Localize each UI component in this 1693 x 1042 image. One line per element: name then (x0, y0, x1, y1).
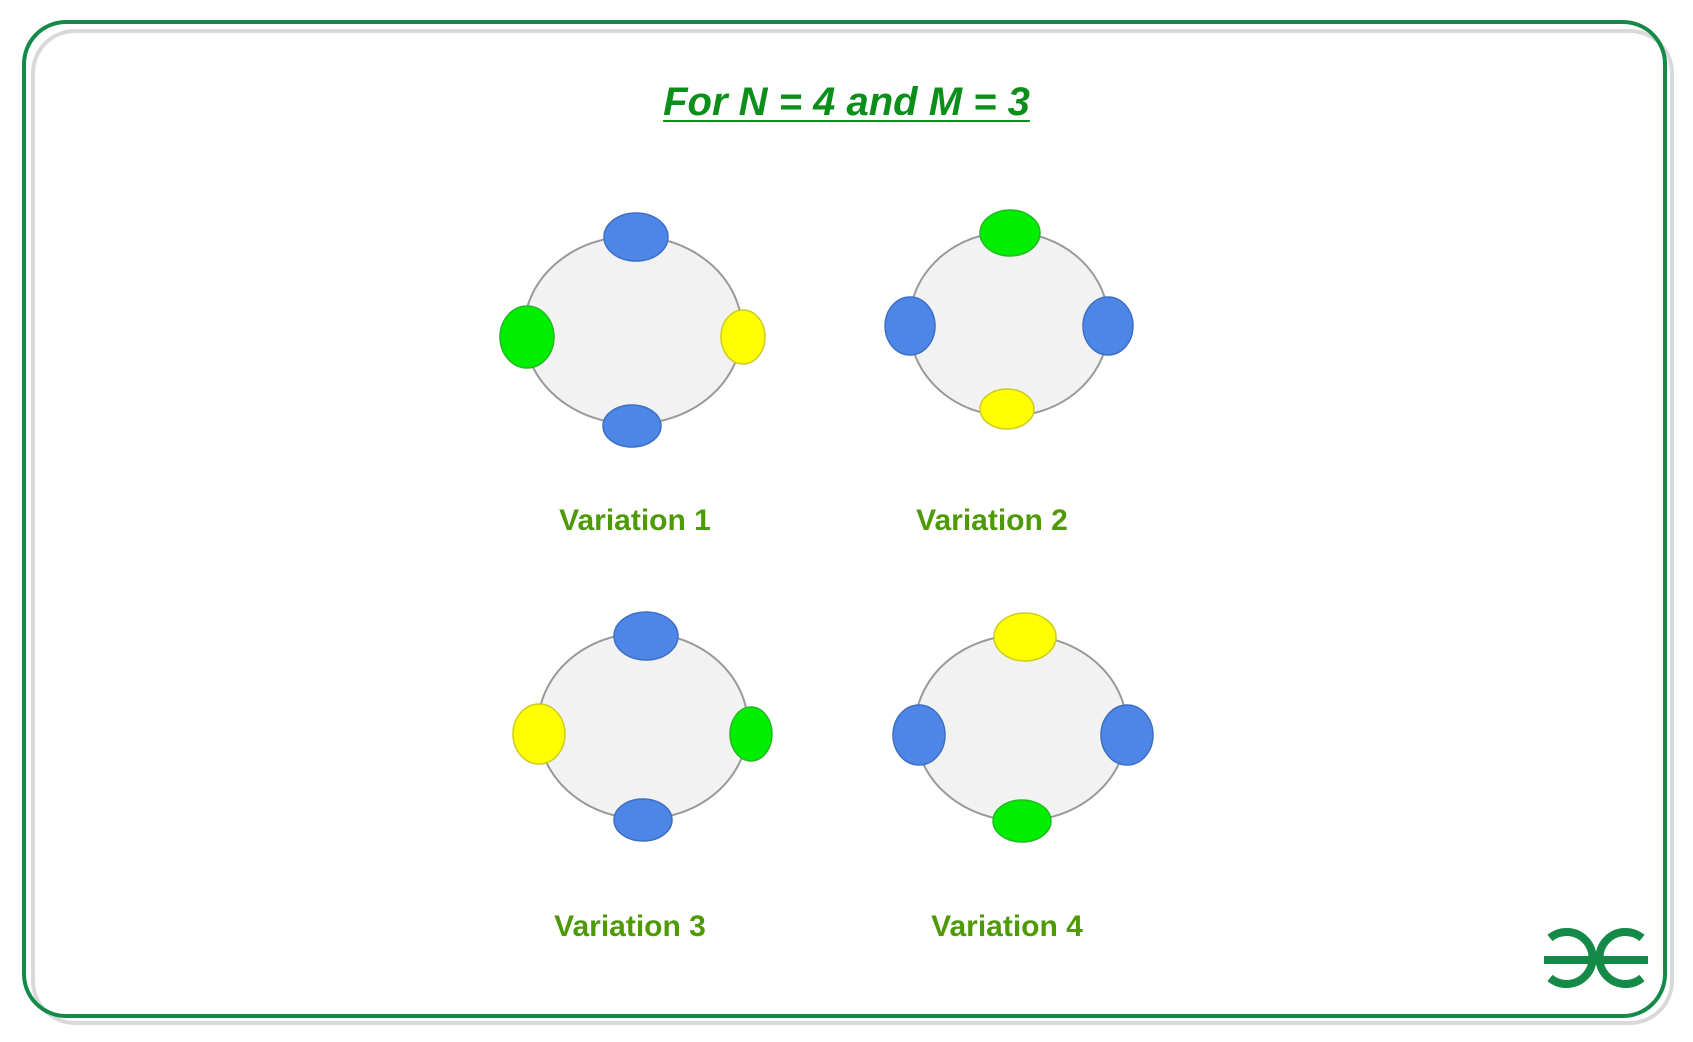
geeksforgeeks-logo-icon (1544, 928, 1648, 988)
bead-3-right (729, 706, 773, 762)
variation-4-ring (892, 612, 1154, 843)
variation-3-ring (512, 611, 773, 842)
bead-1-right (720, 309, 766, 365)
frame-shadow (31, 29, 1674, 1025)
variation-2-label: Variation 2 (916, 504, 1068, 537)
variation-3-label: Variation 3 (554, 910, 706, 943)
bead-4-right (1100, 704, 1154, 766)
ring-3 (537, 632, 749, 820)
bead-1-left (499, 305, 555, 369)
bead-3-bottom (613, 798, 673, 842)
bead-1-top (603, 212, 669, 262)
bead-4-bottom (992, 799, 1052, 843)
variation-4-label: Variation 4 (931, 910, 1083, 943)
ring-1 (523, 235, 743, 425)
diagram-frame (22, 20, 1667, 1018)
variation-1-label: Variation 1 (559, 504, 711, 537)
variation-2-ring (884, 209, 1134, 430)
bead-2-top (979, 209, 1041, 257)
bead-2-bottom (979, 388, 1035, 430)
bead-4-left (892, 704, 946, 766)
ring-4 (914, 634, 1128, 822)
bead-4-top (993, 612, 1057, 662)
variation-1-ring (499, 212, 766, 448)
bead-2-left (884, 296, 936, 356)
page-title: For N = 4 and M = 3 (663, 80, 1030, 124)
bead-3-top (613, 611, 679, 661)
bead-2-right (1082, 296, 1134, 356)
bead-3-left (512, 703, 566, 765)
bead-1-bottom (602, 404, 662, 448)
